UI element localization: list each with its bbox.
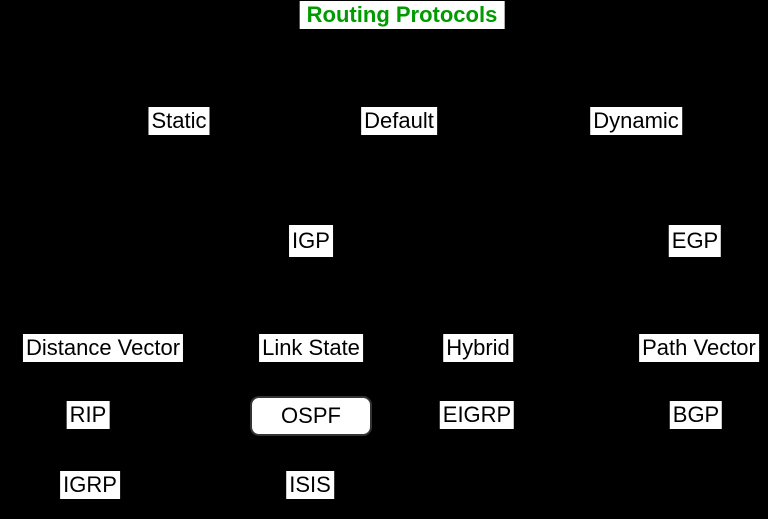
node-rip: RIP [66, 401, 110, 429]
node-path-vector: Path Vector [639, 334, 759, 362]
node-isis: ISIS [286, 471, 334, 499]
node-distance-vector: Distance Vector [22, 334, 184, 362]
node-static: Static [148, 107, 210, 135]
node-ospf-highlighted[interactable]: OSPF [250, 396, 372, 436]
node-igrp: IGRP [60, 471, 120, 499]
node-dynamic: Dynamic [590, 107, 682, 135]
node-bgp: BGP [669, 401, 723, 429]
node-igp: IGP [289, 225, 333, 257]
node-eigrp: EIGRP [439, 401, 515, 429]
node-hybrid: Hybrid [443, 334, 513, 362]
node-default: Default [361, 107, 437, 135]
node-link-state: Link State [259, 334, 363, 362]
node-egp: EGP [668, 225, 722, 257]
diagram-title: Routing Protocols [299, 1, 505, 29]
